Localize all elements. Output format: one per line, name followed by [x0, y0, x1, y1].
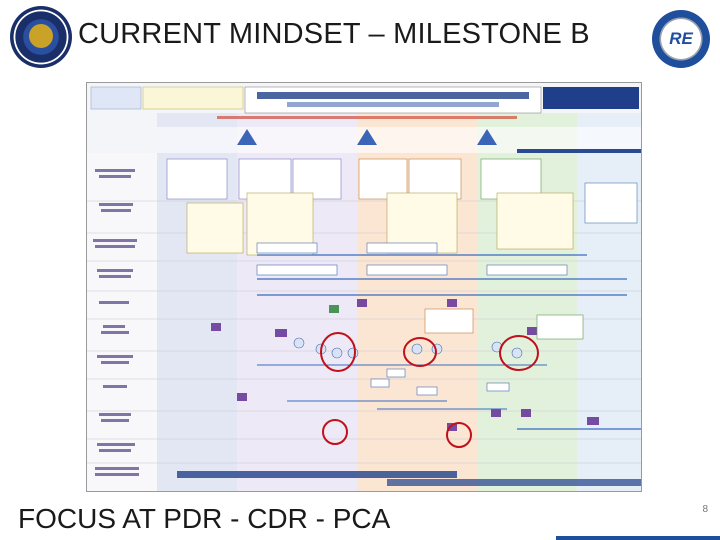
banner-left-note: [90, 86, 142, 110]
re-seal-icon: RE: [652, 10, 710, 68]
emd-box-2: [408, 158, 462, 200]
highlight-circle-cdr: [403, 337, 437, 367]
milestone-b: [357, 129, 377, 145]
build-4: [486, 382, 510, 392]
lifecycle-arrow: [517, 149, 641, 153]
flow-bar-4: [366, 264, 448, 276]
full-rate-production: [536, 314, 584, 340]
build-3: [416, 386, 438, 396]
build-2: [386, 368, 406, 378]
build-1: [370, 378, 390, 388]
acquisition-lifecycle-chart: [86, 82, 642, 492]
td-box-2: [292, 158, 342, 200]
slide-title: CURRENT MINDSET – MILESTONE B: [78, 18, 590, 50]
slide-header: CURRENT MINDSET – MILESTONE B RE: [0, 0, 720, 72]
pd-box: [480, 158, 542, 200]
rdte-bar: [177, 471, 457, 478]
emd-box-1: [358, 158, 408, 200]
key-activities-4: [496, 192, 574, 250]
banner-title-bar: [257, 92, 529, 99]
milestone-a: [237, 129, 257, 145]
flow-bar-3: [256, 264, 338, 276]
page-number: 8: [702, 504, 708, 515]
footer-accent-bar: [556, 536, 720, 540]
om-bar: [547, 479, 641, 486]
banner-title-block: [244, 86, 542, 114]
flow-bar-2: [366, 242, 438, 254]
procurement-bar: [387, 479, 547, 486]
msa-box: [166, 158, 228, 200]
production-representative-articles: [424, 308, 474, 334]
highlight-circle-test-2: [446, 422, 472, 448]
banner-subtitle-bar: [287, 102, 499, 107]
key-activities-1: [186, 202, 244, 254]
flow-bar-5: [486, 264, 568, 276]
milestone-lane: [157, 127, 641, 153]
highlight-circle-test-1: [322, 419, 348, 445]
slide-footer-caption: FOCUS AT PDR - CDR - PCA: [18, 503, 391, 534]
milestone-c: [477, 129, 497, 145]
dod-seal-icon: [10, 6, 72, 68]
caption-line: [217, 116, 517, 119]
highlight-circle-pdr: [320, 332, 356, 372]
highlight-circle-pca: [499, 335, 539, 371]
banner-mid-note: [142, 86, 244, 110]
td-box-1: [238, 158, 292, 200]
flow-bar-1: [256, 242, 318, 254]
phase-band-os: [577, 113, 641, 491]
banner-right-note: [543, 87, 639, 109]
os-box: [584, 182, 638, 224]
chart-graphic: [87, 86, 641, 491]
